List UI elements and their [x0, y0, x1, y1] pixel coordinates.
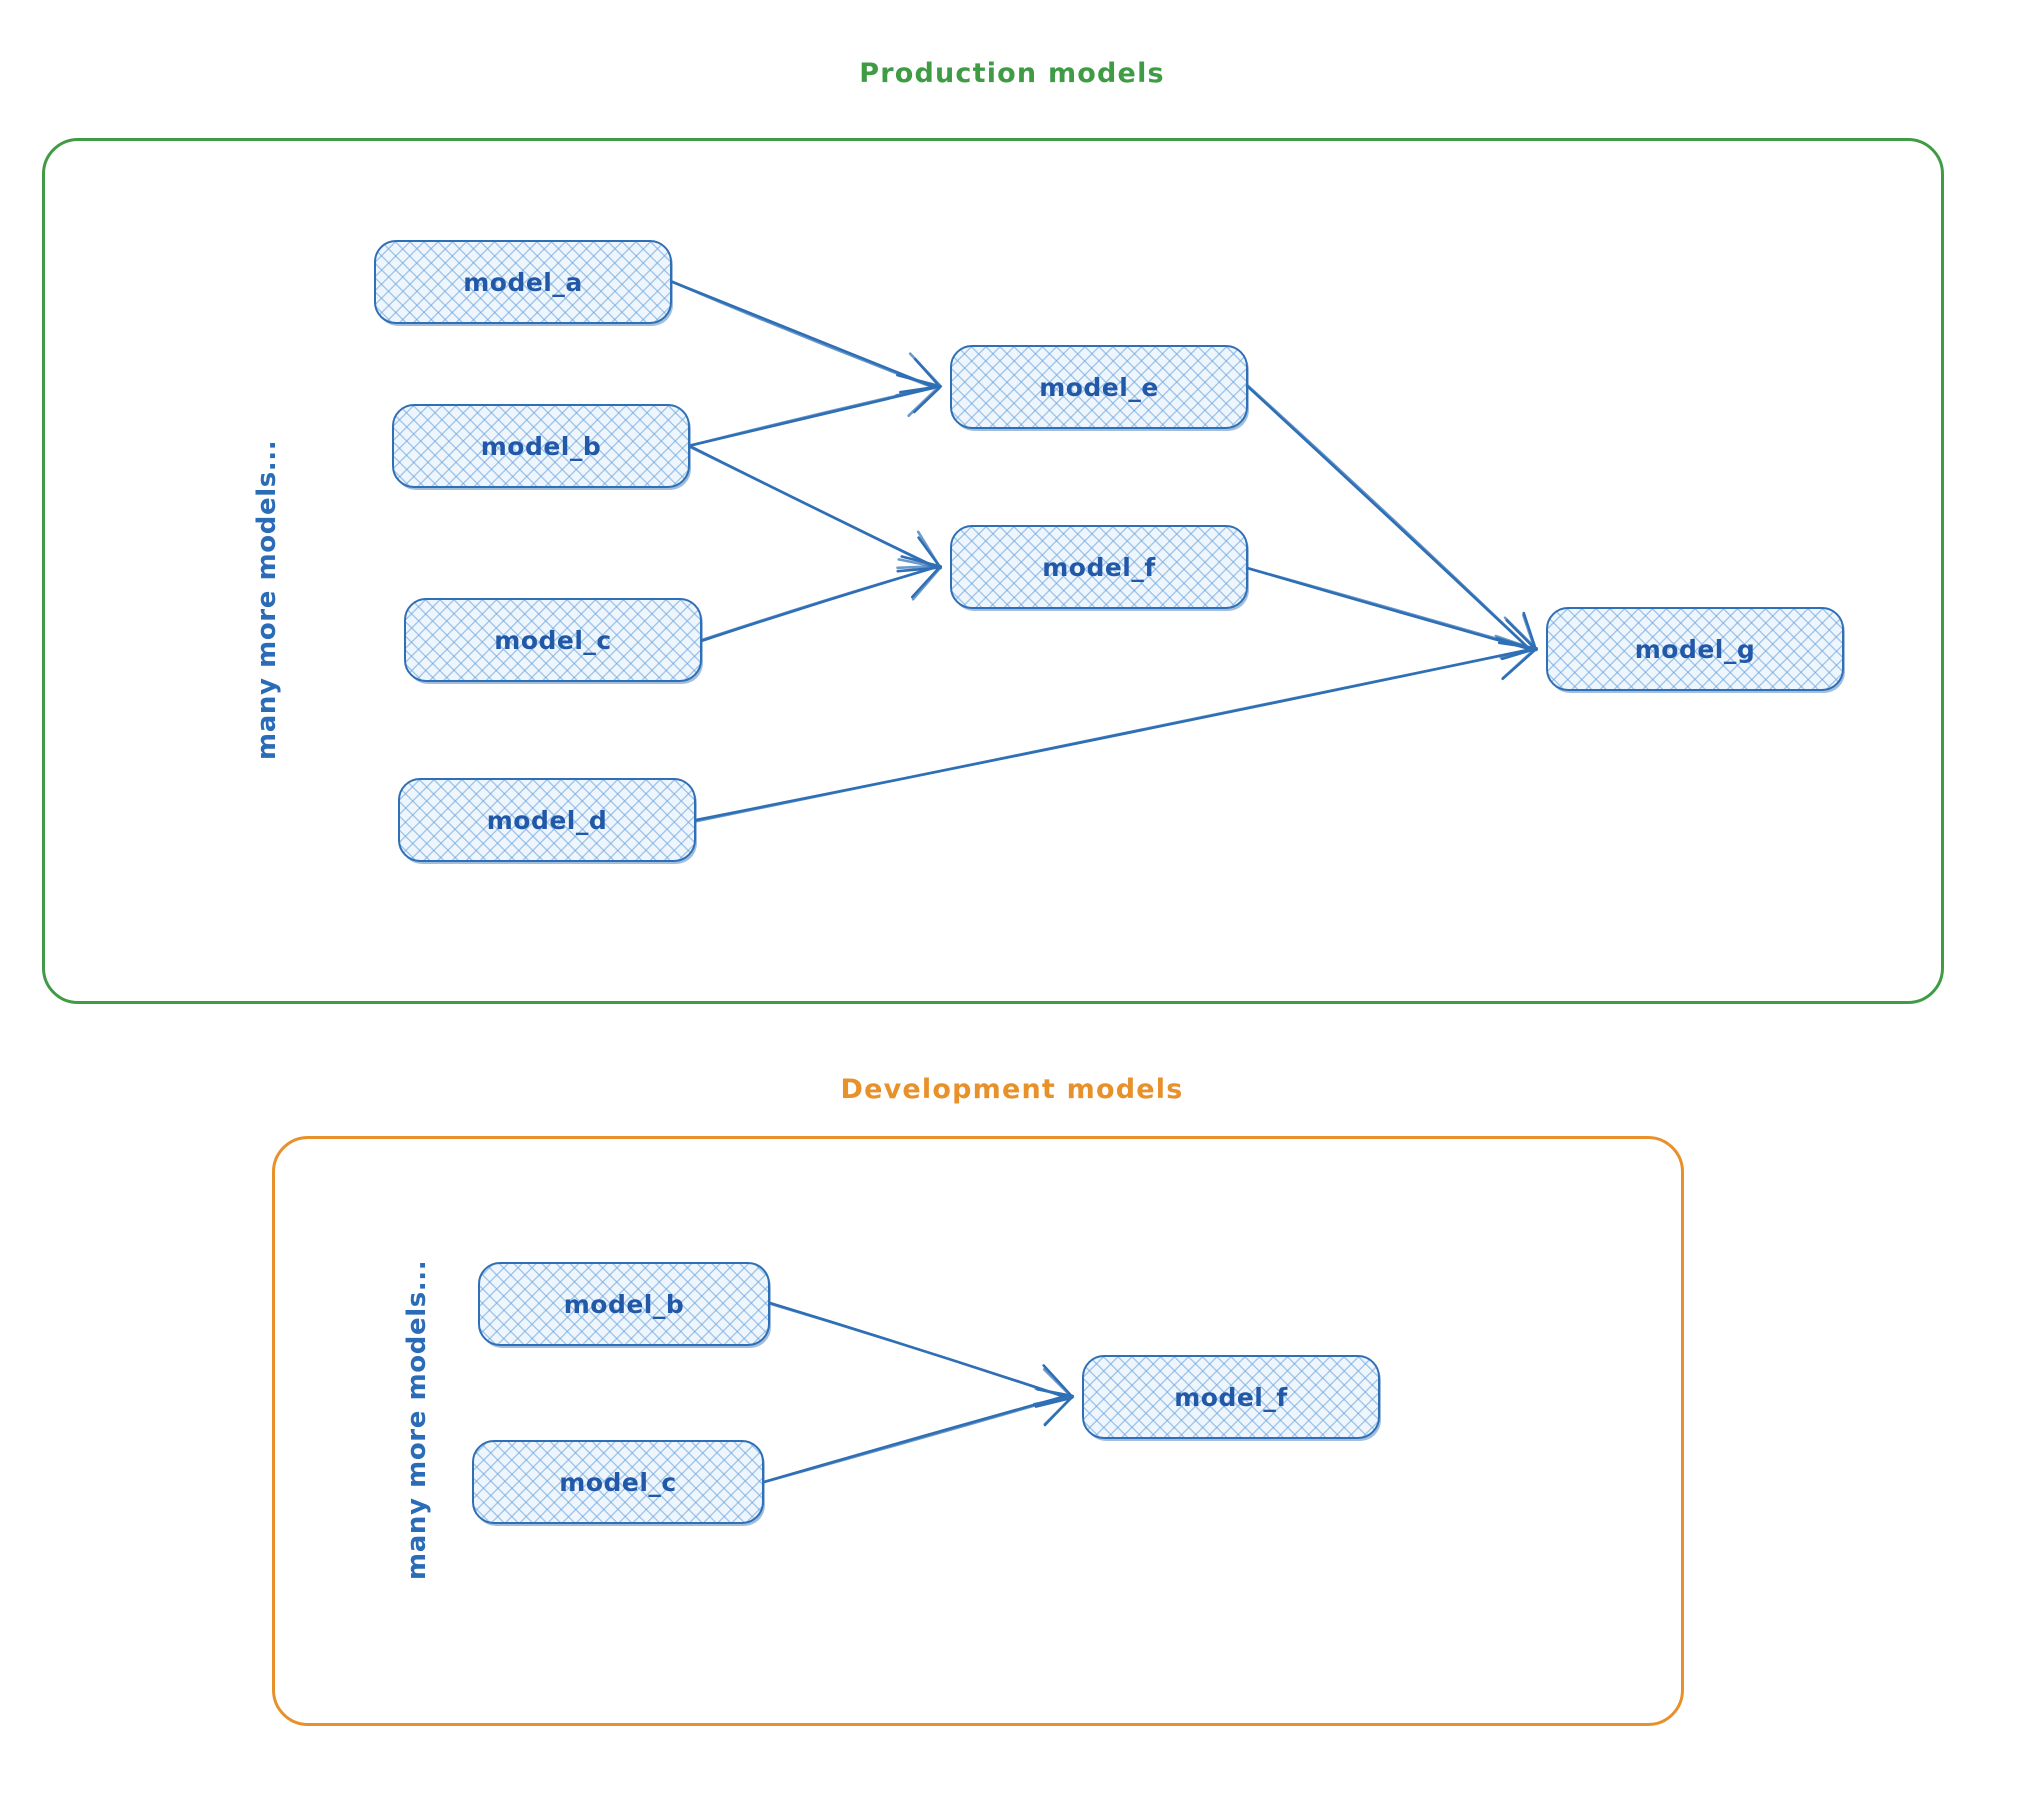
- node-label: model_g: [1634, 634, 1756, 664]
- node-production-model-a[interactable]: model_a: [374, 240, 672, 324]
- node-development-model-b[interactable]: model_b: [478, 1262, 770, 1346]
- development-group-title: Development models: [840, 1074, 1184, 1105]
- node-label: model_e: [1039, 372, 1159, 402]
- production-group-title: Production models: [859, 58, 1165, 89]
- node-label: model_b: [563, 1289, 685, 1319]
- node-development-model-f[interactable]: model_f: [1082, 1355, 1380, 1439]
- node-label: model_f: [1042, 552, 1156, 582]
- node-label: model_d: [486, 805, 608, 835]
- development-group-container: [272, 1136, 1684, 1726]
- production-many-more-models-label: many more models...: [252, 439, 282, 760]
- node-production-model-f[interactable]: model_f: [950, 525, 1248, 609]
- node-development-model-c[interactable]: model_c: [472, 1440, 764, 1524]
- node-label: model_c: [559, 1467, 677, 1497]
- node-production-model-c[interactable]: model_c: [404, 598, 702, 682]
- node-production-model-d[interactable]: model_d: [398, 778, 696, 862]
- node-production-model-g[interactable]: model_g: [1546, 607, 1844, 691]
- node-label: model_c: [494, 625, 612, 655]
- node-label: model_b: [480, 431, 602, 461]
- production-group-container: [42, 138, 1944, 1004]
- node-label: model_a: [463, 267, 583, 297]
- node-production-model-e[interactable]: model_e: [950, 345, 1248, 429]
- node-production-model-b[interactable]: model_b: [392, 404, 690, 488]
- node-label: model_f: [1174, 1382, 1288, 1412]
- development-many-more-models-label: many more models...: [402, 1259, 432, 1580]
